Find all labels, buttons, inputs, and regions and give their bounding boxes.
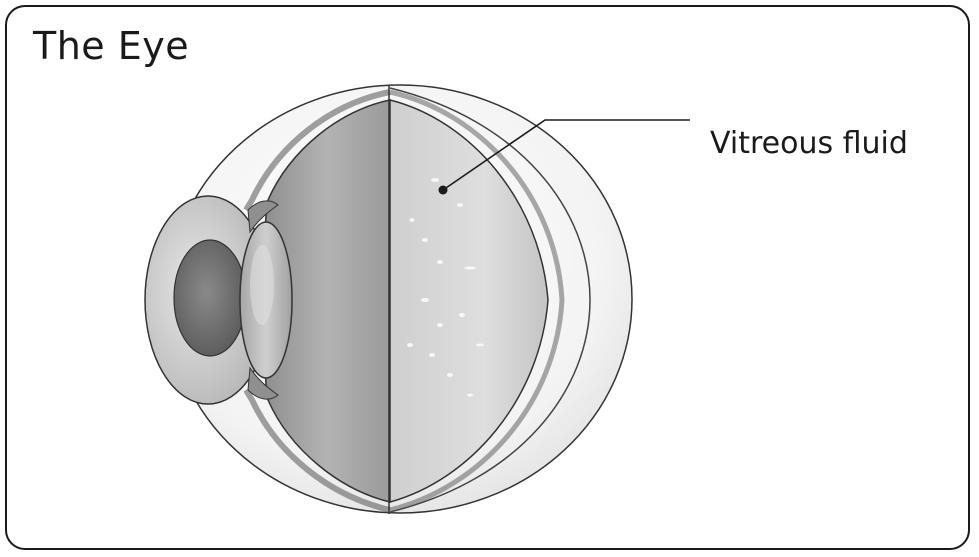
lens-highlight	[250, 245, 274, 325]
pupil	[174, 240, 246, 356]
leader-dot	[439, 186, 448, 195]
